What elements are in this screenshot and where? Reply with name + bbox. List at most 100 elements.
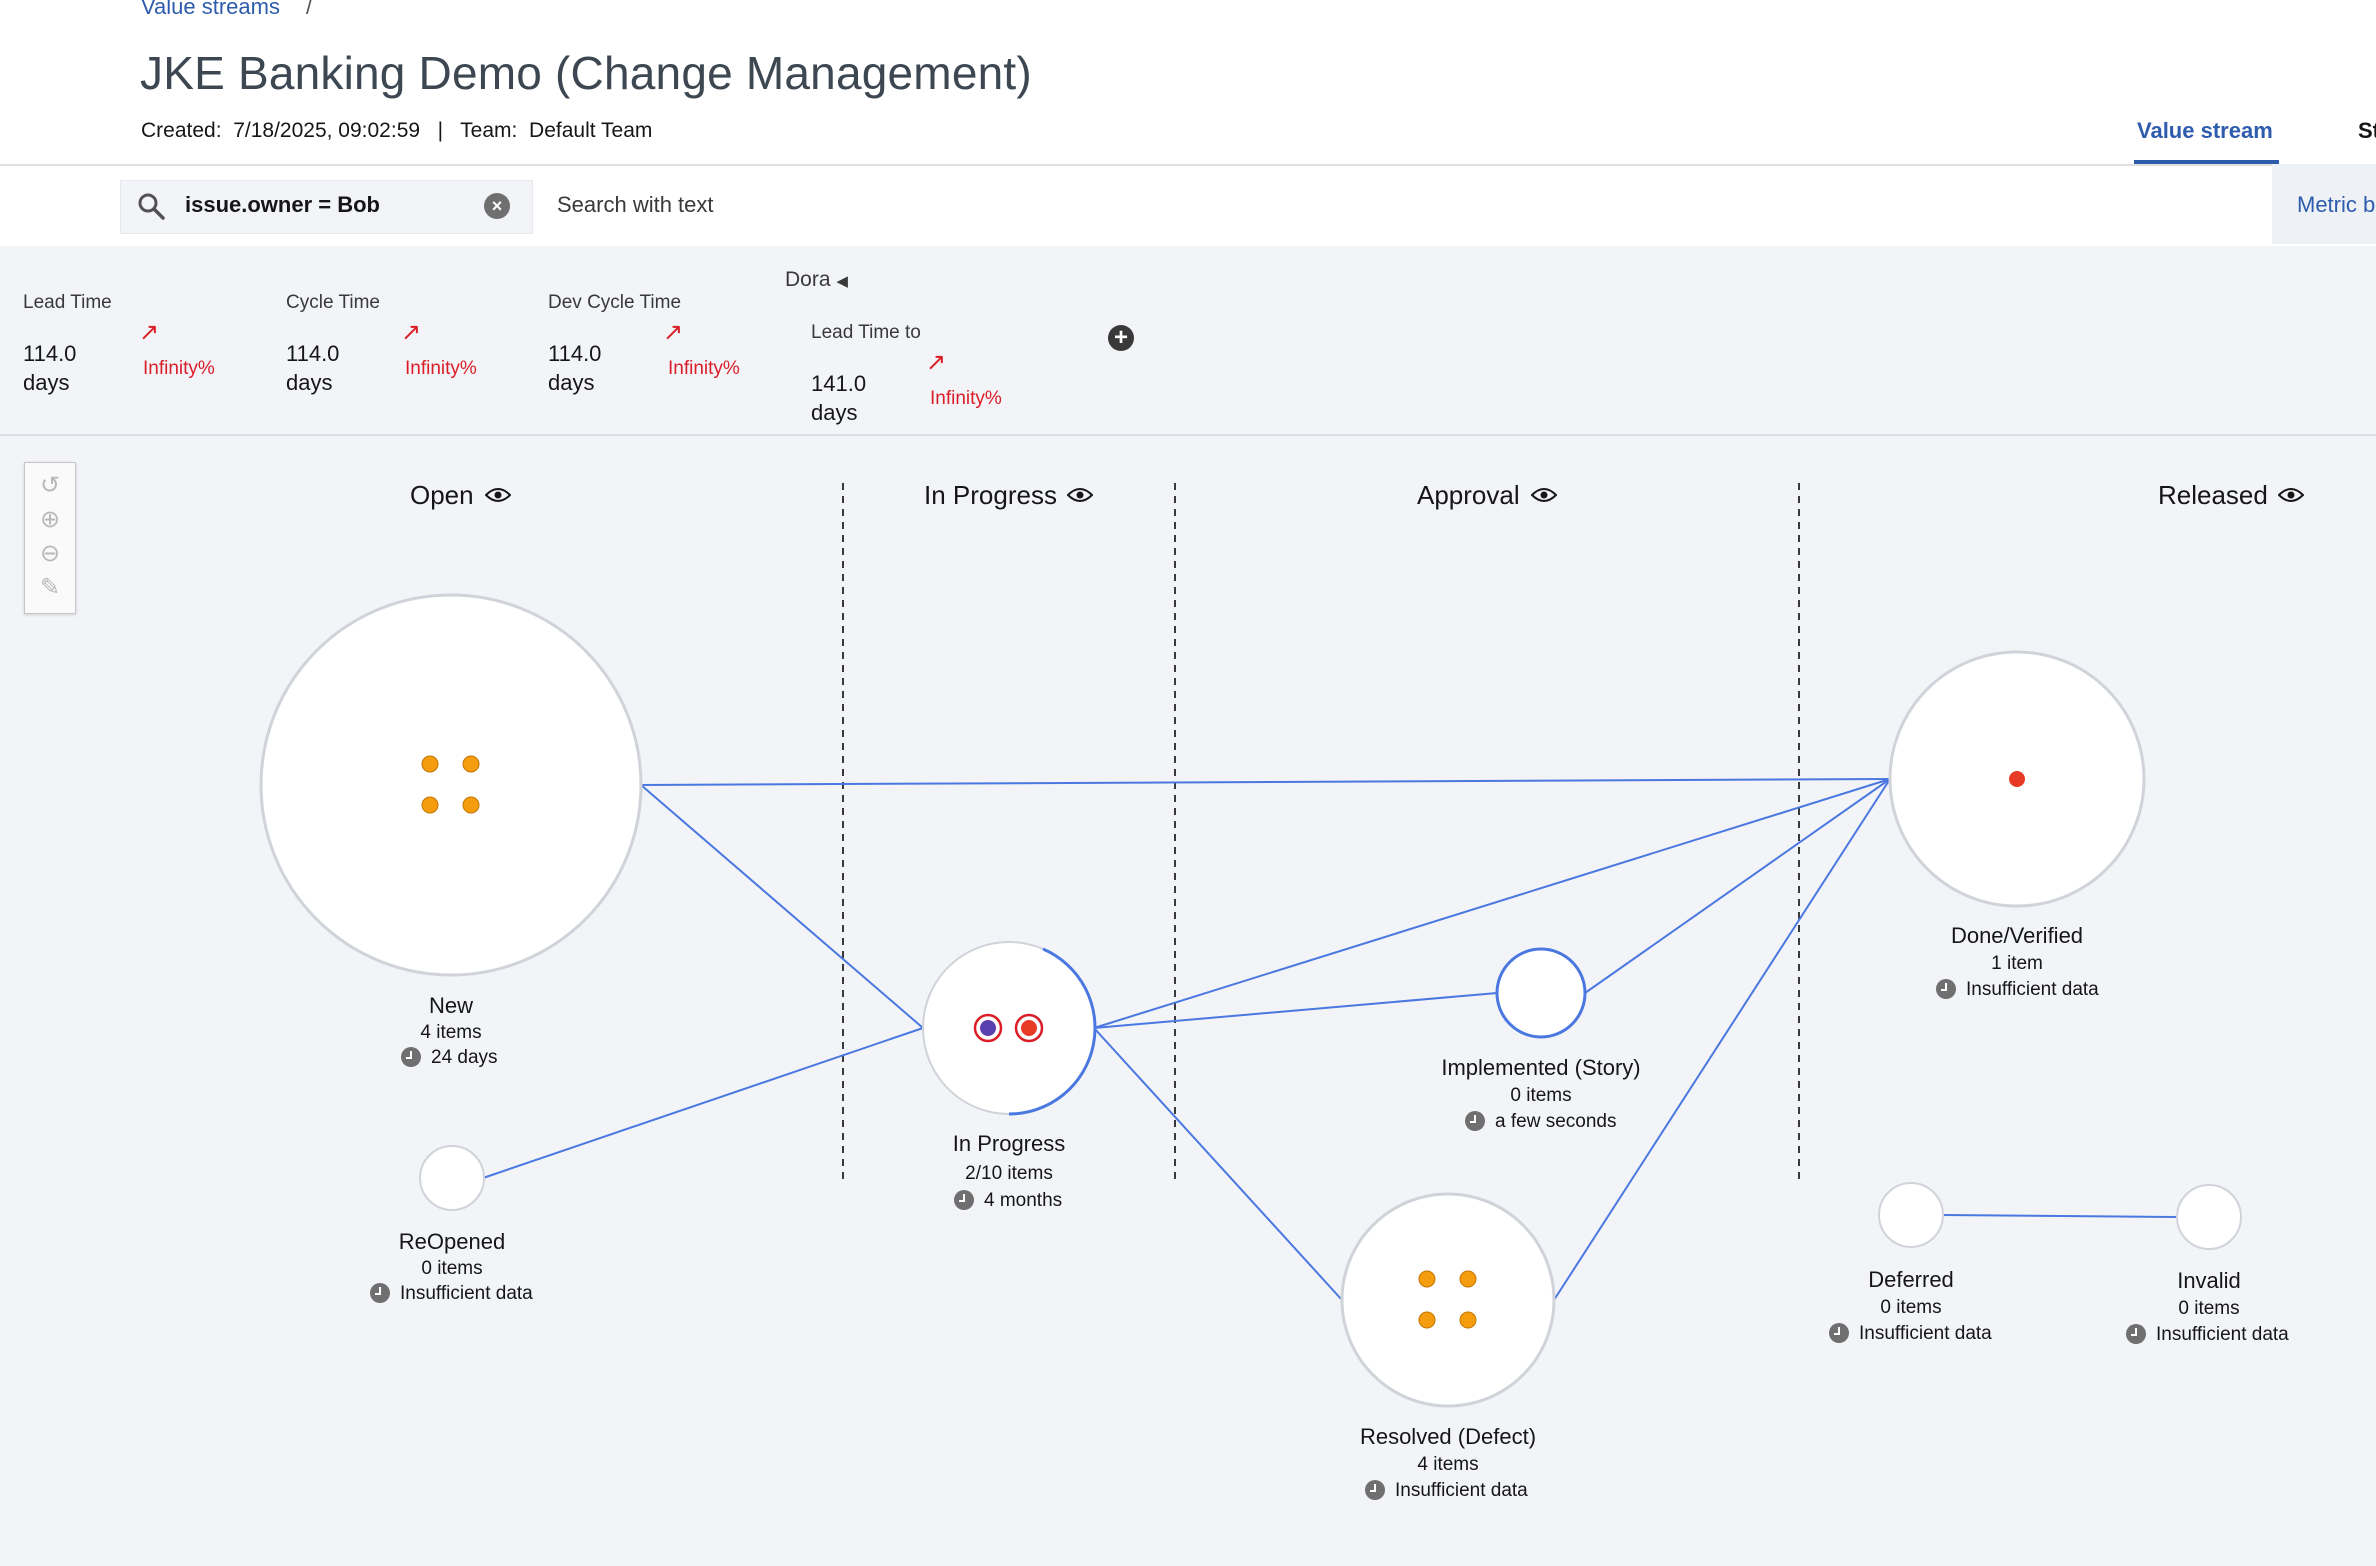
- eye-icon[interactable]: [1067, 486, 1093, 504]
- node-count: 0 items: [2178, 1298, 2240, 1319]
- team-value: Default Team: [529, 119, 653, 142]
- node-time: 4 months: [954, 1190, 1062, 1212]
- node-label: Done/Verified: [1950, 923, 2084, 948]
- transition-edge: [482, 1027, 924, 1179]
- node-time: Insufficient data: [370, 1283, 533, 1305]
- item-dot: [1021, 1020, 1037, 1036]
- eye-icon[interactable]: [1531, 486, 1557, 504]
- trend-up-icon: ↗: [139, 319, 160, 346]
- metric-change: Infinity%: [668, 358, 740, 379]
- node-time-value: Insufficient data: [2156, 1324, 2289, 1345]
- team-label: Team:: [460, 119, 518, 142]
- trend-up-icon: ↗: [663, 319, 684, 346]
- node-in-progress-progress-ring: [1008, 947, 1097, 1116]
- transition-edge: [1553, 778, 1891, 1301]
- node-time: Insufficient data: [1365, 1480, 1528, 1502]
- trend-up-icon: ↗: [926, 349, 947, 376]
- item-dot: [1418, 1311, 1436, 1329]
- breadcrumb-separator: /: [306, 0, 313, 19]
- node-count: 4 items: [1417, 1454, 1479, 1475]
- item-dot: [2009, 771, 2025, 787]
- metric-value: 114.0 days: [286, 339, 339, 397]
- node-count: 0 items: [1510, 1085, 1572, 1106]
- query-search-box[interactable]: [120, 180, 533, 234]
- metric-change: Infinity%: [930, 388, 1002, 409]
- transition-edge: [1584, 778, 1891, 994]
- clock-icon: [1936, 979, 1956, 999]
- breadcrumb-value-streams[interactable]: Value streams: [141, 0, 280, 19]
- item-dot: [1459, 1270, 1477, 1288]
- metric-value-unit: days: [23, 370, 70, 395]
- metrics-panel: [0, 246, 2376, 436]
- clear-search-icon[interactable]: ×: [484, 193, 510, 219]
- caret-left-icon: ◀: [836, 273, 848, 290]
- transition-edge: [1093, 992, 1498, 1029]
- stage-title-open: Open: [410, 480, 474, 510]
- metric-button[interactable]: Metric b: [2272, 164, 2376, 244]
- zoom-in-icon[interactable]: ⊕: [39, 506, 61, 533]
- transition-edge: [640, 778, 1891, 786]
- transition-edge: [1942, 1214, 2178, 1218]
- tab-active-indicator: [2134, 160, 2279, 164]
- metric-value-unit: days: [811, 400, 858, 425]
- item-dot: [462, 755, 480, 773]
- canvas-toolbox: ↺ ⊕ ⊖ ✎: [24, 462, 76, 614]
- eye-icon[interactable]: [485, 486, 511, 504]
- stage-title-approval: Approval: [1417, 480, 1520, 510]
- tab-next[interactable]: St: [2358, 118, 2376, 143]
- eye-icon[interactable]: [2278, 486, 2304, 504]
- node-time-value: 4 months: [984, 1190, 1063, 1211]
- metric-label: Dev Cycle Time: [548, 292, 682, 313]
- node-label: Invalid: [2177, 1268, 2241, 1293]
- metric-change: Infinity%: [143, 358, 215, 379]
- node-label: Resolved (Defect): [1359, 1424, 1537, 1449]
- clock-icon: [401, 1047, 421, 1067]
- created-value: 7/18/2025, 09:02:59: [233, 119, 421, 142]
- node-implemented: [1495, 947, 1587, 1039]
- meta-divider: |: [437, 119, 444, 142]
- metric-label: Lead Time: [23, 292, 112, 313]
- search-icon: [138, 193, 165, 220]
- clock-icon: [954, 1190, 974, 1210]
- node-count: 2/10 items: [965, 1163, 1053, 1184]
- transition-edge: [1093, 778, 1891, 1029]
- add-metric-icon[interactable]: +: [1108, 325, 1134, 351]
- transition-edge: [1093, 1027, 1343, 1301]
- zoom-out-icon[interactable]: ⊖: [39, 540, 61, 567]
- metric-value-unit: days: [286, 370, 333, 395]
- node-time-value: Insufficient data: [1859, 1323, 1992, 1344]
- page-meta: Created: 7/18/2025, 09:02:59 | Team: Def…: [141, 119, 652, 143]
- tab-value-stream[interactable]: Value stream: [2137, 118, 2273, 143]
- trend-up-icon: ↗: [401, 319, 422, 346]
- metric-value-number: 114.0: [286, 341, 340, 366]
- search-query-value[interactable]: issue.owner = Bob: [185, 192, 380, 217]
- page-title: JKE Banking Demo (Change Management): [140, 47, 1032, 99]
- stage-title-released: Released: [2158, 480, 2268, 510]
- metric-button-label: Metric b: [2297, 192, 2376, 217]
- dora-group-toggle[interactable]: Dora ◀: [785, 268, 848, 292]
- item-dot: [421, 755, 439, 773]
- node-time: a few seconds: [1465, 1111, 1616, 1133]
- node-label: In Progress: [952, 1131, 1066, 1156]
- node-time-value: 24 days: [431, 1047, 498, 1068]
- page-header: Value streams / JKE Banking Demo (Change…: [0, 0, 2376, 166]
- metric-label: Lead Time to: [811, 322, 921, 343]
- edit-icon[interactable]: ✎: [39, 574, 61, 601]
- metric-value-unit: days: [548, 370, 595, 395]
- node-count: 4 items: [420, 1022, 482, 1043]
- clock-icon: [2126, 1324, 2146, 1344]
- node-time-value: Insufficient data: [400, 1283, 533, 1304]
- stage-title-in-progress: In Progress: [924, 480, 1057, 510]
- search-text-input[interactable]: Search with text: [557, 192, 714, 217]
- node-time-value: a few seconds: [1495, 1111, 1617, 1132]
- metric-change: Infinity%: [405, 358, 477, 379]
- node-new: [259, 593, 643, 977]
- node-count: 0 items: [1880, 1297, 1942, 1318]
- node-label: Implemented (Story): [1441, 1055, 1641, 1080]
- undo-icon[interactable]: ↺: [39, 472, 61, 499]
- node-deferred: [1878, 1182, 1944, 1248]
- metric-value-number: 114.0: [548, 341, 602, 366]
- clock-icon: [1365, 1480, 1385, 1500]
